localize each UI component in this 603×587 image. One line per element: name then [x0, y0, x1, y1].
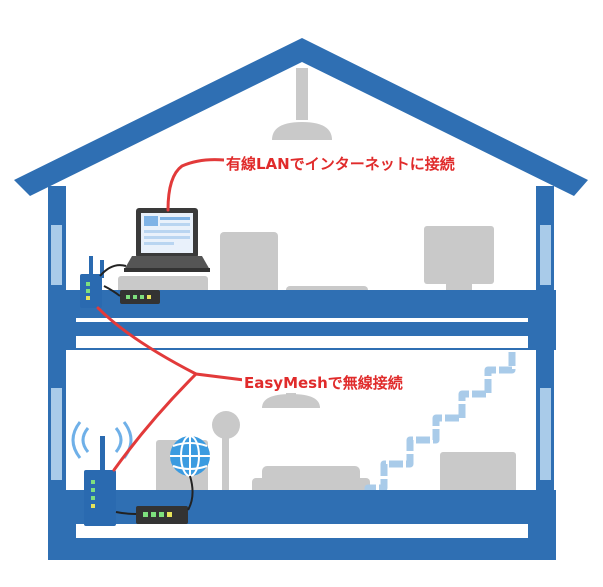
lower-black-cable [115, 511, 137, 515]
wired-lan-label: 有線LANでインターネットに接続 [224, 153, 457, 174]
lower-lamp-shade [262, 394, 320, 408]
attic-lamp-cord [296, 68, 308, 120]
wired-lan-cable [166, 158, 226, 212]
red-cables [96, 158, 246, 472]
router-icon [80, 256, 104, 308]
onu-modem-icon [120, 290, 160, 304]
left-window-lower [51, 388, 62, 480]
attic-lamp-shade [272, 122, 332, 140]
right-window-lower [540, 388, 551, 480]
ground-floor-gap [76, 524, 528, 538]
mesh-cable-lower [112, 372, 198, 472]
right-window-upper [540, 225, 551, 285]
floor-lamp-pole [222, 436, 229, 522]
mesh-cable-upper [96, 306, 246, 382]
upper-tv-stand [446, 282, 472, 292]
easymesh-label: EasyMeshで無線接続 [242, 372, 405, 393]
staircase [364, 352, 516, 516]
lower-router-icon [84, 436, 116, 526]
laptop-icon [124, 208, 210, 272]
globe-black-cable [187, 475, 194, 511]
upper-black-cable [103, 285, 121, 297]
floor-lamp-head [212, 411, 240, 439]
laptop-black-cable [99, 264, 127, 277]
middle-floor-inner [76, 322, 528, 336]
upper-tv [424, 226, 494, 284]
house-icon [14, 38, 588, 560]
globe-icon [170, 435, 210, 477]
lower-onu-modem-icon [136, 506, 188, 524]
left-window-upper [51, 225, 62, 285]
